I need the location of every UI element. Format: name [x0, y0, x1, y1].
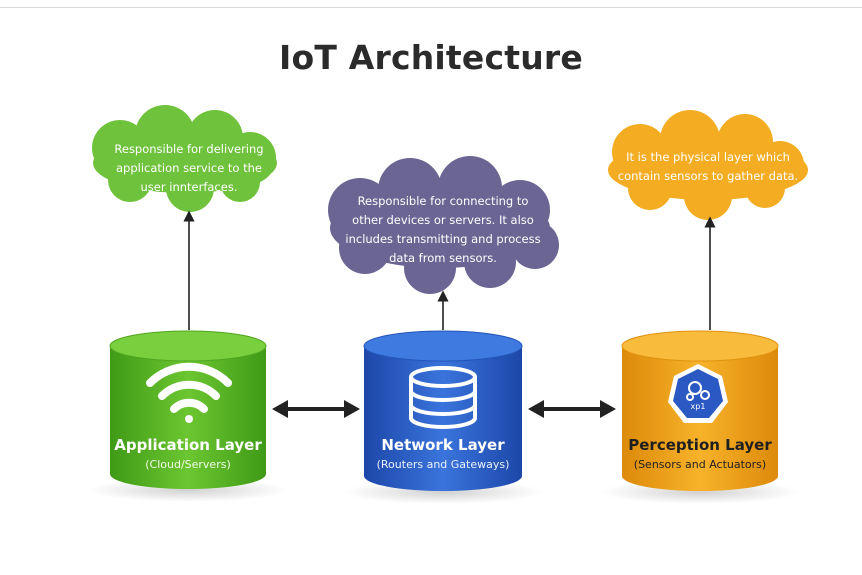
description-line: user innterfaces. [140, 180, 238, 194]
network-description: Responsible for connecting to other devi… [330, 192, 556, 268]
description-line: application service to the [115, 161, 262, 175]
application-cloud [92, 105, 277, 212]
description-line: contain sensors to gather data. [617, 169, 799, 183]
description-line: includes transmitting and process [345, 232, 541, 246]
perception-description: It is the physical layer which contain s… [610, 148, 806, 186]
perception-cloud [608, 110, 808, 220]
perception-layer-name: Perception Layer [628, 436, 772, 454]
network-perception-double-arrow [528, 400, 616, 418]
description-line: other devices or servers. It also [352, 213, 534, 227]
database-icon [409, 366, 477, 429]
application-layer-sub: (Cloud/Servers) [145, 458, 231, 471]
wifi-icon [146, 362, 232, 423]
network-layer-name: Network Layer [381, 436, 505, 454]
network-layer-cylinder [363, 330, 523, 491]
network-layer-sub: (Routers and Gateways) [376, 458, 510, 471]
sensor-icon-label: xp1 [690, 402, 706, 411]
perception-layer-sub: (Sensors and Actuators) [633, 458, 767, 471]
sensor-gear-icon [668, 364, 728, 423]
page-title: IoT Architecture [279, 38, 583, 77]
description-line: It is the physical layer which [626, 150, 790, 164]
application-description: Responsible for delivering application s… [95, 140, 283, 197]
description-line: Responsible for delivering [114, 142, 264, 156]
network-cloud [328, 156, 559, 294]
top-divider [0, 7, 862, 8]
application-layer-name: Application Layer [114, 436, 262, 454]
application-network-double-arrow [272, 400, 360, 418]
description-line: data from sensors. [389, 251, 497, 265]
description-line: Responsible for connecting to [357, 194, 529, 208]
